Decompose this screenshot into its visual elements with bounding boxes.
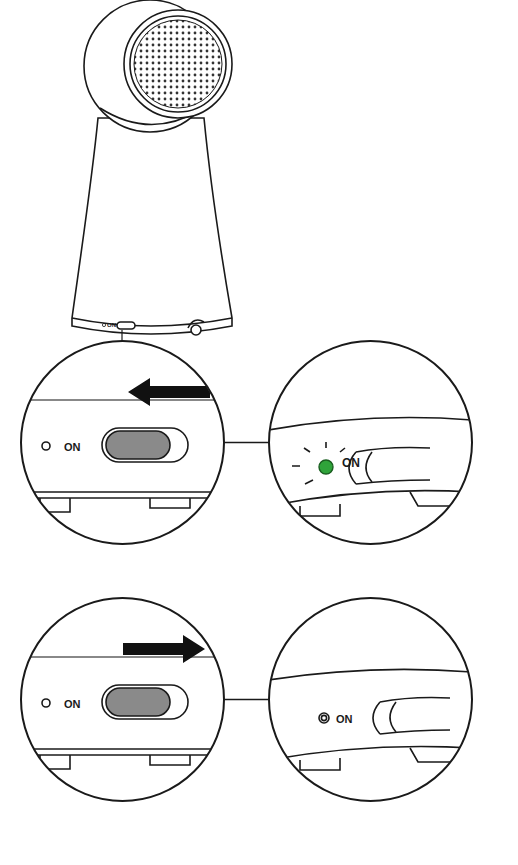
switch-marking: ON: [64, 699, 81, 710]
speaker-camera: [72, 0, 232, 341]
switch-marking: ON: [64, 442, 81, 453]
callout-circle: ON: [20, 340, 225, 545]
callout-circle: ON: [268, 340, 473, 545]
callout-link: [225, 699, 268, 700]
switch-marking: ON: [342, 457, 360, 469]
switch-marking: ON: [107, 322, 116, 328]
callout-circle: ON: [268, 597, 473, 802]
callout-link: [225, 442, 268, 443]
callout-circle: ON: [20, 597, 225, 802]
switch-marking: ON: [336, 714, 353, 725]
